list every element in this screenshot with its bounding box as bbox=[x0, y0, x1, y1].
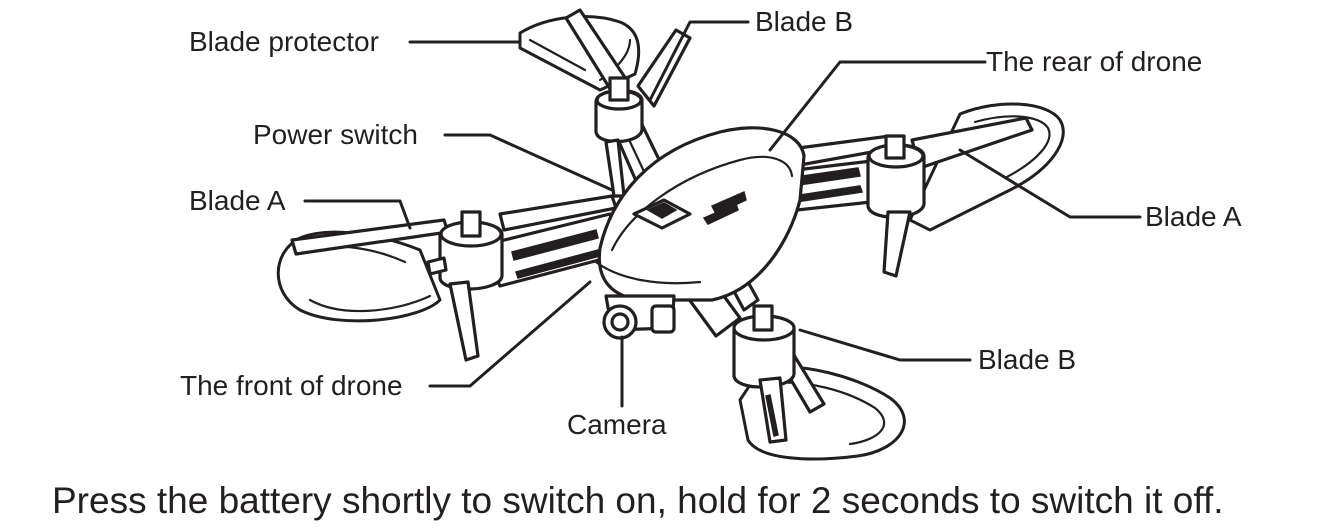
label-power-switch: Power switch bbox=[253, 119, 418, 150]
bottom-blade-protector bbox=[738, 365, 906, 461]
label-blade-protector: Blade protector bbox=[189, 26, 379, 57]
label-front-of-drone: The front of drone bbox=[180, 370, 403, 401]
left-leg bbox=[448, 280, 480, 362]
label-blade-b-bottom: Blade B bbox=[978, 344, 1077, 375]
camera-gimbal bbox=[602, 294, 676, 340]
top-blade-2 bbox=[636, 28, 692, 108]
caption: Press the battery shortly to switch on, … bbox=[52, 480, 1224, 521]
left-blade-outer bbox=[290, 218, 450, 256]
leader-rear-of-drone bbox=[768, 60, 987, 152]
leader-blade-b-top bbox=[648, 20, 750, 102]
leader-blade-a-left bbox=[303, 199, 412, 230]
right-blade-right bbox=[910, 116, 1034, 170]
top-blade-protector bbox=[518, 15, 641, 92]
label-camera: Camera bbox=[567, 409, 667, 440]
leader-blade-b-bottom bbox=[798, 328, 972, 362]
right-leg bbox=[882, 210, 912, 278]
label-blade-b-top: Blade B bbox=[755, 6, 854, 37]
left-rotor bbox=[276, 194, 618, 362]
left-arm bbox=[478, 212, 624, 288]
leader-front-of-drone bbox=[428, 280, 592, 388]
label-blade-a-left: Blade A bbox=[189, 185, 286, 216]
label-blade-a-right: Blade A bbox=[1145, 201, 1242, 232]
leader-blade-a-right bbox=[958, 148, 1142, 219]
leader-lines bbox=[303, 20, 1142, 408]
leader-power-switch bbox=[443, 133, 614, 192]
label-rear-of-drone: The rear of drone bbox=[986, 46, 1203, 77]
